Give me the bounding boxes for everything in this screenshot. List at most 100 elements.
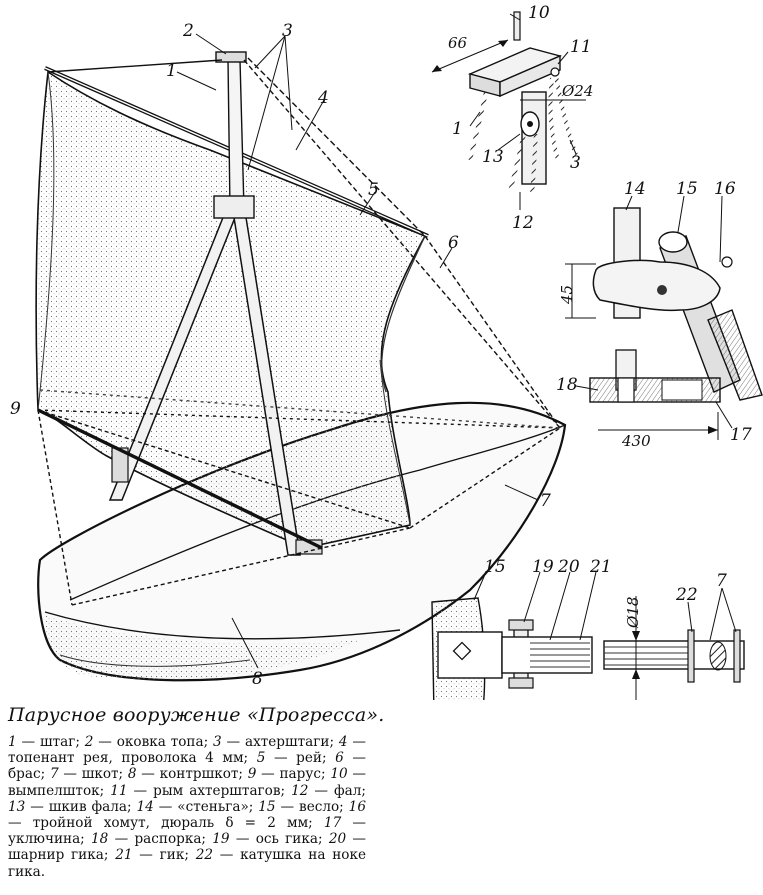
legend-item: 10 — вымпелшток; <box>8 766 366 798</box>
detail-callout-10: 10 <box>528 3 550 23</box>
detail-boom: Ø18 15 19 20 21 22 7 <box>431 557 745 700</box>
detail-callout-21: 21 <box>589 557 612 577</box>
legend-term: — уключина; <box>8 815 366 848</box>
legend-number: 3 <box>213 734 222 750</box>
legend-term: — брас; <box>8 750 366 783</box>
legend-term: — шкив фала; <box>25 798 137 815</box>
legend-number: 5 <box>256 750 266 767</box>
callout-4: 4 <box>317 88 329 108</box>
legend-number: 11 <box>110 782 128 799</box>
legend-term: — шарнир гика; <box>8 831 366 864</box>
detail-callout-14: 14 <box>624 179 646 199</box>
legend-item: 15 — весло; <box>258 799 348 815</box>
callout-1: 1 <box>166 61 177 81</box>
legend-item: 12 — фал; <box>291 783 366 799</box>
legend-number: 14 <box>136 798 154 815</box>
detail-callout-15: 15 <box>676 179 698 199</box>
legend-item: 9 — парус; <box>248 766 331 782</box>
legend-term: — рым ахтерштагов; <box>127 782 292 799</box>
legend-term: — ахтерштаги; <box>221 734 339 750</box>
dim-d24: Ø24 <box>561 82 593 100</box>
callout-7: 7 <box>540 491 551 511</box>
legend-number: 18 <box>91 831 109 848</box>
legend-item: 21 — гик; <box>115 847 196 863</box>
legend-item: 17 — уключина; <box>8 815 366 847</box>
legend-term: — ось гика; <box>229 831 329 848</box>
legend-number: 9 <box>247 766 257 783</box>
detail-callout-20: 20 <box>557 557 580 577</box>
legend-term: — фал; <box>308 782 366 799</box>
legend-number: 1 <box>8 734 17 750</box>
legend-term: — вымпелшток; <box>8 766 366 799</box>
legend-item: 5 — рей; <box>257 750 335 766</box>
legend-item: 18 — распорка; <box>91 831 212 847</box>
dim-45: 45 <box>558 285 576 305</box>
legend-term: — штаг; <box>16 734 85 750</box>
legend-number: 2 <box>84 734 94 750</box>
legend-item: 3 — ахтерштаги; <box>213 734 339 750</box>
detail-callout-18: 18 <box>556 375 578 395</box>
legend-number: 13 <box>8 798 26 815</box>
legend-term: — тройной хомут, дюраль δ = 2 мм; <box>8 815 324 832</box>
hull-bottom-shade <box>45 615 360 680</box>
legend-term: — «стеньга»; <box>153 798 259 815</box>
legend-term: — гик; <box>132 847 196 864</box>
main-boat-drawing: 1 2 3 4 5 6 7 8 9 <box>10 21 567 689</box>
callout-9: 9 <box>10 399 21 419</box>
callout-2: 2 <box>182 21 194 41</box>
rigging-figure: 1 2 3 4 5 6 7 8 9 66 Ø24 <box>10 3 763 700</box>
legend-term: — контршкот; <box>136 766 248 783</box>
legend-term: — оковка топа; <box>93 734 214 750</box>
detail-clamp: 45 430 14 15 16 18 17 <box>556 179 763 450</box>
figure-caption: Парусное вооружение «Прогресса». 1 — шта… <box>8 704 756 880</box>
legend-number: 17 <box>323 815 342 832</box>
legend-item: 6 — брас; <box>8 750 366 782</box>
detail-callout-7b: 7 <box>716 571 727 591</box>
detail-callout-13: 13 <box>482 147 504 167</box>
legend-number: 6 <box>335 750 344 767</box>
legend-item: 14 — «стеньга»; <box>137 799 259 815</box>
legend-number: 8 <box>127 766 137 783</box>
callout-8: 8 <box>252 669 263 689</box>
detail-callout-19: 19 <box>532 557 554 577</box>
legend-item: 19 — ось гика; <box>212 831 329 847</box>
detail-callout-17: 17 <box>730 425 752 445</box>
legend-term: — весло; <box>275 798 349 815</box>
boom <box>37 408 323 550</box>
detail-mast-top: 66 Ø24 10 11 1 13 1 <box>431 3 593 233</box>
legend-term: — катушка на ноке гика. <box>8 847 366 880</box>
legend-item: 11 — рым ахтерштагов; <box>110 783 291 799</box>
legend-item: 7 — шкот; <box>50 766 128 782</box>
caption-title: Парусное вооружение «Прогресса». <box>8 704 385 726</box>
legend-number: 4 <box>338 734 348 750</box>
callout-5: 5 <box>368 180 379 200</box>
detail-callout-12: 12 <box>512 213 534 233</box>
callout-6: 6 <box>448 233 459 253</box>
legend-text: 1 — штаг; 2 — оковка топа; 3 — ахтерштаг… <box>8 734 366 880</box>
legend-term: — топенант рея, проволока 4 мм; <box>8 734 366 767</box>
legend-term: — шкот; <box>58 766 128 783</box>
legend-number: 12 <box>291 782 309 799</box>
legend-number: 22 <box>195 847 213 864</box>
legend-number: 10 <box>330 766 348 783</box>
callout-3: 3 <box>282 21 293 41</box>
detail-callout-3b: 3 <box>570 153 581 173</box>
topmast <box>227 59 245 211</box>
dim-66: 66 <box>448 34 468 52</box>
legend-number: 15 <box>258 798 276 815</box>
legend-item: 16 — тройной хомут, дюраль δ = 2 мм; <box>8 799 366 831</box>
legend-item: 20 — шарнир гика; <box>8 831 366 863</box>
legend-item: 2 — оковка топа; <box>85 734 213 750</box>
legend-term: — рей; <box>265 750 336 767</box>
legend-item: 8 — контршкот; <box>128 766 248 782</box>
legend-number: 20 <box>328 831 347 848</box>
legend-number: 16 <box>348 798 366 815</box>
legend-term: — парус; <box>256 766 331 783</box>
top-fitting <box>215 51 247 63</box>
legend-number: 7 <box>49 766 59 783</box>
detail-callout-22: 22 <box>675 585 698 605</box>
dim-d18: Ø18 <box>624 597 642 629</box>
detail-callout-16: 16 <box>714 179 736 199</box>
legend-term: — распорка; <box>108 831 213 848</box>
detail-callout-1b: 1 <box>452 119 463 139</box>
